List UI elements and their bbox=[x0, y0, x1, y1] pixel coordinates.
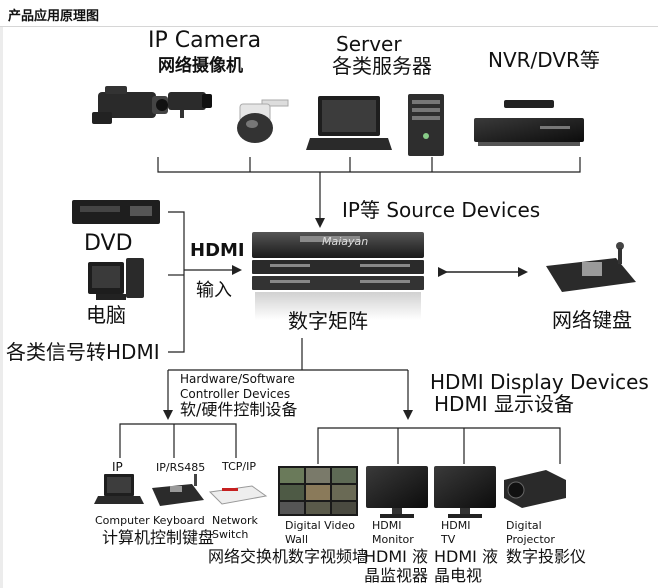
controller-line1: Hardware/Software bbox=[180, 372, 295, 386]
nvr-dvr-label: NVR/DVR等 bbox=[488, 48, 600, 72]
projector-label-2: Projector bbox=[506, 533, 555, 546]
header-bar: 产品应用原理图 bbox=[0, 0, 658, 27]
display-devices-cn-label: HDMI 显示设备 bbox=[434, 392, 574, 416]
camcorder-icon bbox=[92, 86, 168, 124]
pc-icon bbox=[88, 258, 144, 300]
hdmi-input-label: HDMI bbox=[190, 240, 245, 261]
matrix-label: 数字矩阵 bbox=[288, 309, 368, 333]
nvr-dvr-icon bbox=[474, 100, 584, 146]
tower-server-icon bbox=[408, 94, 444, 156]
video-wall-icon bbox=[278, 466, 358, 516]
switch-label: Switch bbox=[212, 528, 249, 541]
dvd-label: DVD bbox=[84, 231, 133, 256]
network-keyboard-label: 网络键盘 bbox=[552, 308, 632, 332]
projector-label-1: Digital bbox=[506, 519, 542, 532]
projector-cn-label: 数字投影仪 bbox=[506, 547, 587, 566]
box-camera-icon bbox=[168, 92, 212, 118]
hdmi-tv-icon bbox=[434, 466, 496, 518]
monitor-cn-label-2: 晶监视器 bbox=[364, 566, 429, 585]
video-wall-label-2: Wall bbox=[285, 533, 309, 546]
ip-camera-label: IP Camera bbox=[148, 28, 262, 53]
source-devices-label: IP等 Source Devices bbox=[342, 198, 541, 222]
pc-label: 电脑 bbox=[86, 303, 126, 327]
switch-video-wall-cn-label: 网络交换机数字视频墙 bbox=[208, 547, 369, 566]
tv-cn-label-1: HDMI 液 bbox=[434, 547, 498, 566]
projector-icon bbox=[504, 470, 566, 508]
computer-label: Computer bbox=[95, 514, 150, 527]
keyboard-label: Keyboard bbox=[153, 514, 205, 527]
tv-cn-label-2: 晶电视 bbox=[434, 566, 483, 585]
server-label: Server bbox=[336, 32, 402, 56]
hdmi-monitor-icon bbox=[366, 466, 428, 518]
matrix-brand: Maiayan bbox=[322, 235, 369, 248]
display-devices-label: HDMI Display Devices bbox=[430, 370, 649, 394]
hdmi-monitor-label-2: Monitor bbox=[372, 533, 414, 546]
computer-laptop-icon bbox=[94, 474, 144, 504]
dome-camera-icon bbox=[237, 99, 289, 143]
video-wall-label-1: Digital Video bbox=[285, 519, 355, 532]
ip-rs485-link-label: IP/RS485 bbox=[156, 461, 206, 474]
convert-hdmi-label: 各类信号转HDMI bbox=[6, 340, 160, 364]
laptop-server-icon bbox=[306, 96, 392, 150]
network-keyboard-icon bbox=[546, 242, 636, 292]
page-title: 产品应用原理图 bbox=[8, 9, 100, 24]
hdmi-monitor-label-1: HDMI bbox=[372, 519, 402, 532]
control-keyboard-icon bbox=[152, 474, 204, 506]
matrix-rack-icon bbox=[252, 232, 424, 320]
controller-line2: Controller Devices bbox=[180, 387, 291, 401]
monitor-cn-label-1: HDMI 液 bbox=[364, 547, 428, 566]
left-divider bbox=[0, 27, 3, 588]
controller-cn-label: 软/硬件控制设备 bbox=[180, 400, 298, 419]
network-label: Network bbox=[212, 514, 258, 527]
network-switch-icon bbox=[208, 485, 268, 505]
server-cn-label: 各类服务器 bbox=[332, 54, 432, 78]
tcp-ip-link-label: TCP/IP bbox=[222, 460, 256, 473]
ip-link-label: IP bbox=[112, 460, 123, 474]
input-label: 输入 bbox=[196, 280, 232, 301]
hdmi-tv-label-1: HDMI bbox=[441, 519, 471, 532]
controller-bottom-cn-label: 计算机控制键盘 bbox=[102, 528, 215, 547]
ip-camera-cn-label: 网络摄像机 bbox=[158, 56, 243, 76]
dvd-player-icon bbox=[72, 200, 160, 224]
hdmi-tv-label-2: TV bbox=[441, 533, 456, 546]
